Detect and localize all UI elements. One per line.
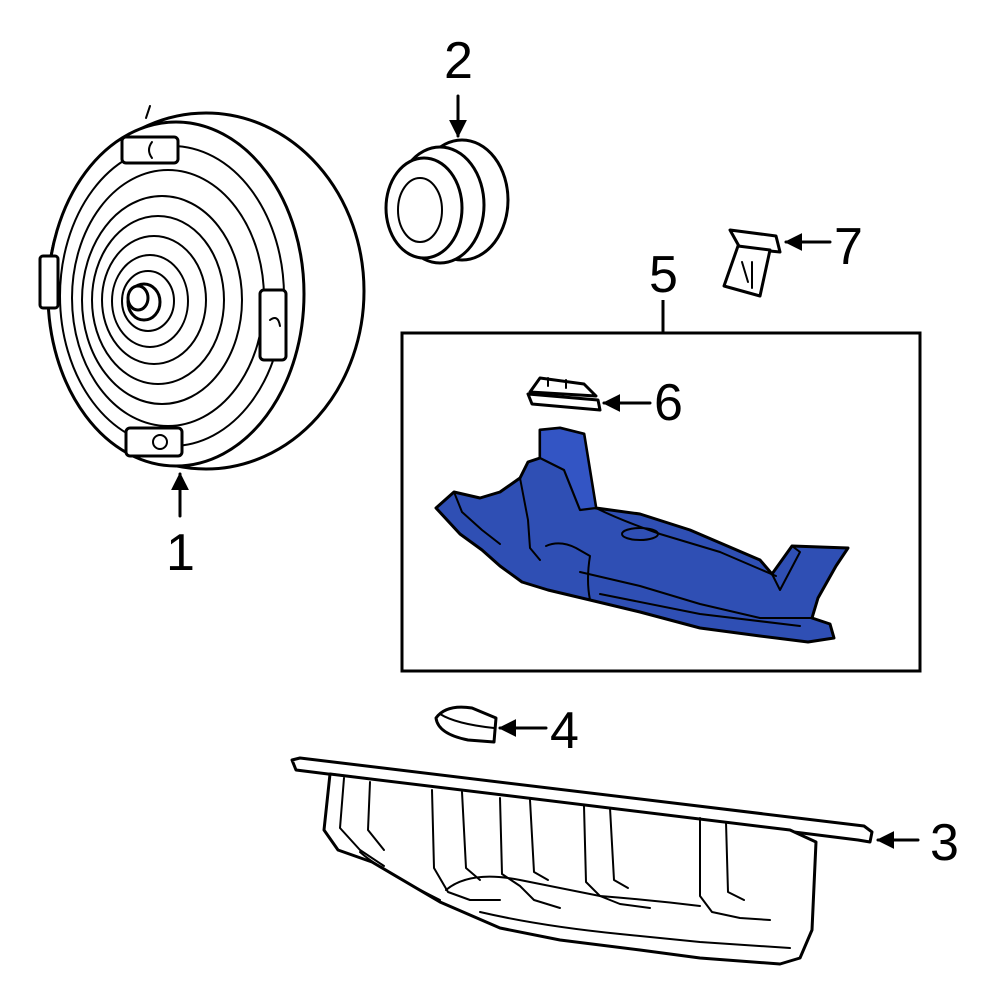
filter-group-box: [400, 300, 922, 673]
torque-converter: [38, 105, 366, 471]
callout-7: 7: [834, 218, 863, 276]
callout-3: 3: [930, 814, 959, 872]
oil-pan: [290, 756, 874, 966]
callout-4: 4: [550, 702, 579, 760]
filter-seal: [526, 376, 602, 412]
callout-1: 1: [166, 524, 195, 582]
callout-5: 5: [649, 246, 678, 304]
plug: [722, 228, 782, 298]
callout-arrows: [171, 94, 920, 849]
transmission-filter: [434, 426, 850, 644]
seal: [384, 138, 510, 265]
callout-6: 6: [654, 374, 683, 432]
callout-2: 2: [444, 32, 473, 90]
gasket-ring: [434, 705, 498, 744]
